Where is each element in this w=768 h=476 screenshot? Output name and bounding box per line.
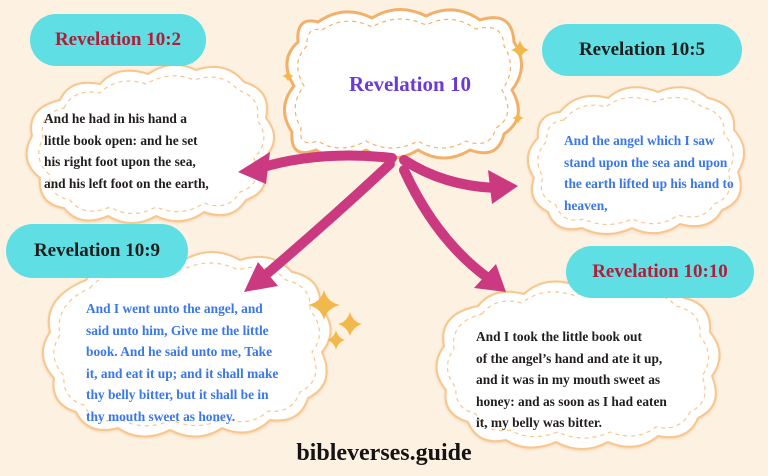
arrowhead-rev-10-10 (474, 264, 506, 292)
verse-rev-10-5: And the angel which I saw stand upon the… (564, 130, 734, 216)
verse-line: thy mouth sweet as honey. (86, 408, 236, 424)
verse-line: And the angel which I saw (564, 133, 715, 148)
verse-rev-10-2: And he had in his hand a little book ope… (44, 108, 209, 194)
arrowhead-rev-10-2 (238, 152, 270, 184)
center-frame (283, 8, 523, 160)
verse-line: And I took the little book out (476, 329, 642, 344)
arrowheads (238, 152, 518, 292)
verse-line: his right foot upon the sea, (44, 154, 196, 169)
verse-line: stand upon the sea and upon (564, 154, 728, 170)
sparkle-icon (282, 70, 294, 82)
verse-rev-10-10: And I took the little book out of the an… (476, 326, 667, 434)
label-rev-10-10: Revelation 10:10 (566, 246, 754, 298)
arrow-to-rev-10-2 (255, 150, 397, 173)
verse-line: the earth lifted up his hand to (564, 176, 734, 191)
arrow-to-rev-10-9 (257, 159, 395, 283)
verse-line: of the angel’s hand and ate it up, (476, 350, 663, 366)
verse-line: honey: and as soon as I had eaten (476, 393, 667, 409)
verse-line: said unto him, Give me the little (86, 322, 269, 338)
verse-line: and his left foot on the earth, (44, 175, 209, 191)
site-watermark: bibleverses.guide (296, 440, 472, 466)
label-rev-10-9: Revelation 10:9 (6, 224, 188, 278)
label-rev-10-2: Revelation 10:2 (30, 14, 206, 66)
sparkle-icon (308, 290, 340, 320)
label-rev-10-9-text: Revelation 10:9 (33, 240, 161, 261)
arrows (255, 150, 501, 283)
verse-line: heaven, (564, 197, 608, 213)
center-title: Revelation 10 (349, 72, 471, 96)
verse-line: book. And he said unto me, Take (86, 344, 273, 359)
verse-line: little book open: and he set (44, 132, 198, 148)
sparkle-icon (512, 112, 524, 124)
arrow-to-rev-10-10 (399, 165, 493, 283)
verse-line: And he had in his hand a (44, 111, 187, 126)
label-rev-10-10-text: Revelation 10:10 (592, 261, 728, 282)
cloud-rev-10-2 (25, 63, 275, 224)
verse-line: it, and eat it up; and it shall make (86, 365, 279, 381)
sparkle-icon (511, 40, 529, 60)
verse-rev-10-9: And I went unto the angel, and said unto… (86, 298, 278, 427)
sparkle-icon (327, 330, 345, 350)
sparkle-icon (338, 312, 362, 336)
label-rev-10-5: Revelation 10:5 (542, 24, 742, 76)
arrowhead-rev-10-9 (244, 262, 278, 292)
label-rev-10-5-text: Revelation 10:5 (578, 39, 706, 60)
sparkles (282, 40, 529, 350)
cloud-rev-10-5 (527, 86, 745, 235)
verse-line: And I went unto the angel, and (86, 301, 263, 316)
verse-line: and it was in my mouth sweet as (476, 372, 661, 387)
verse-line: thy belly bitter, but it shall be in (86, 387, 269, 402)
arrow-to-rev-10-5 (399, 155, 501, 193)
verse-line: it, my belly was bitter. (476, 415, 602, 430)
cloud-rev-10-9 (42, 251, 332, 438)
arrowhead-rev-10-5 (488, 170, 518, 204)
label-rev-10-2-text: Revelation 10:2 (54, 29, 182, 50)
